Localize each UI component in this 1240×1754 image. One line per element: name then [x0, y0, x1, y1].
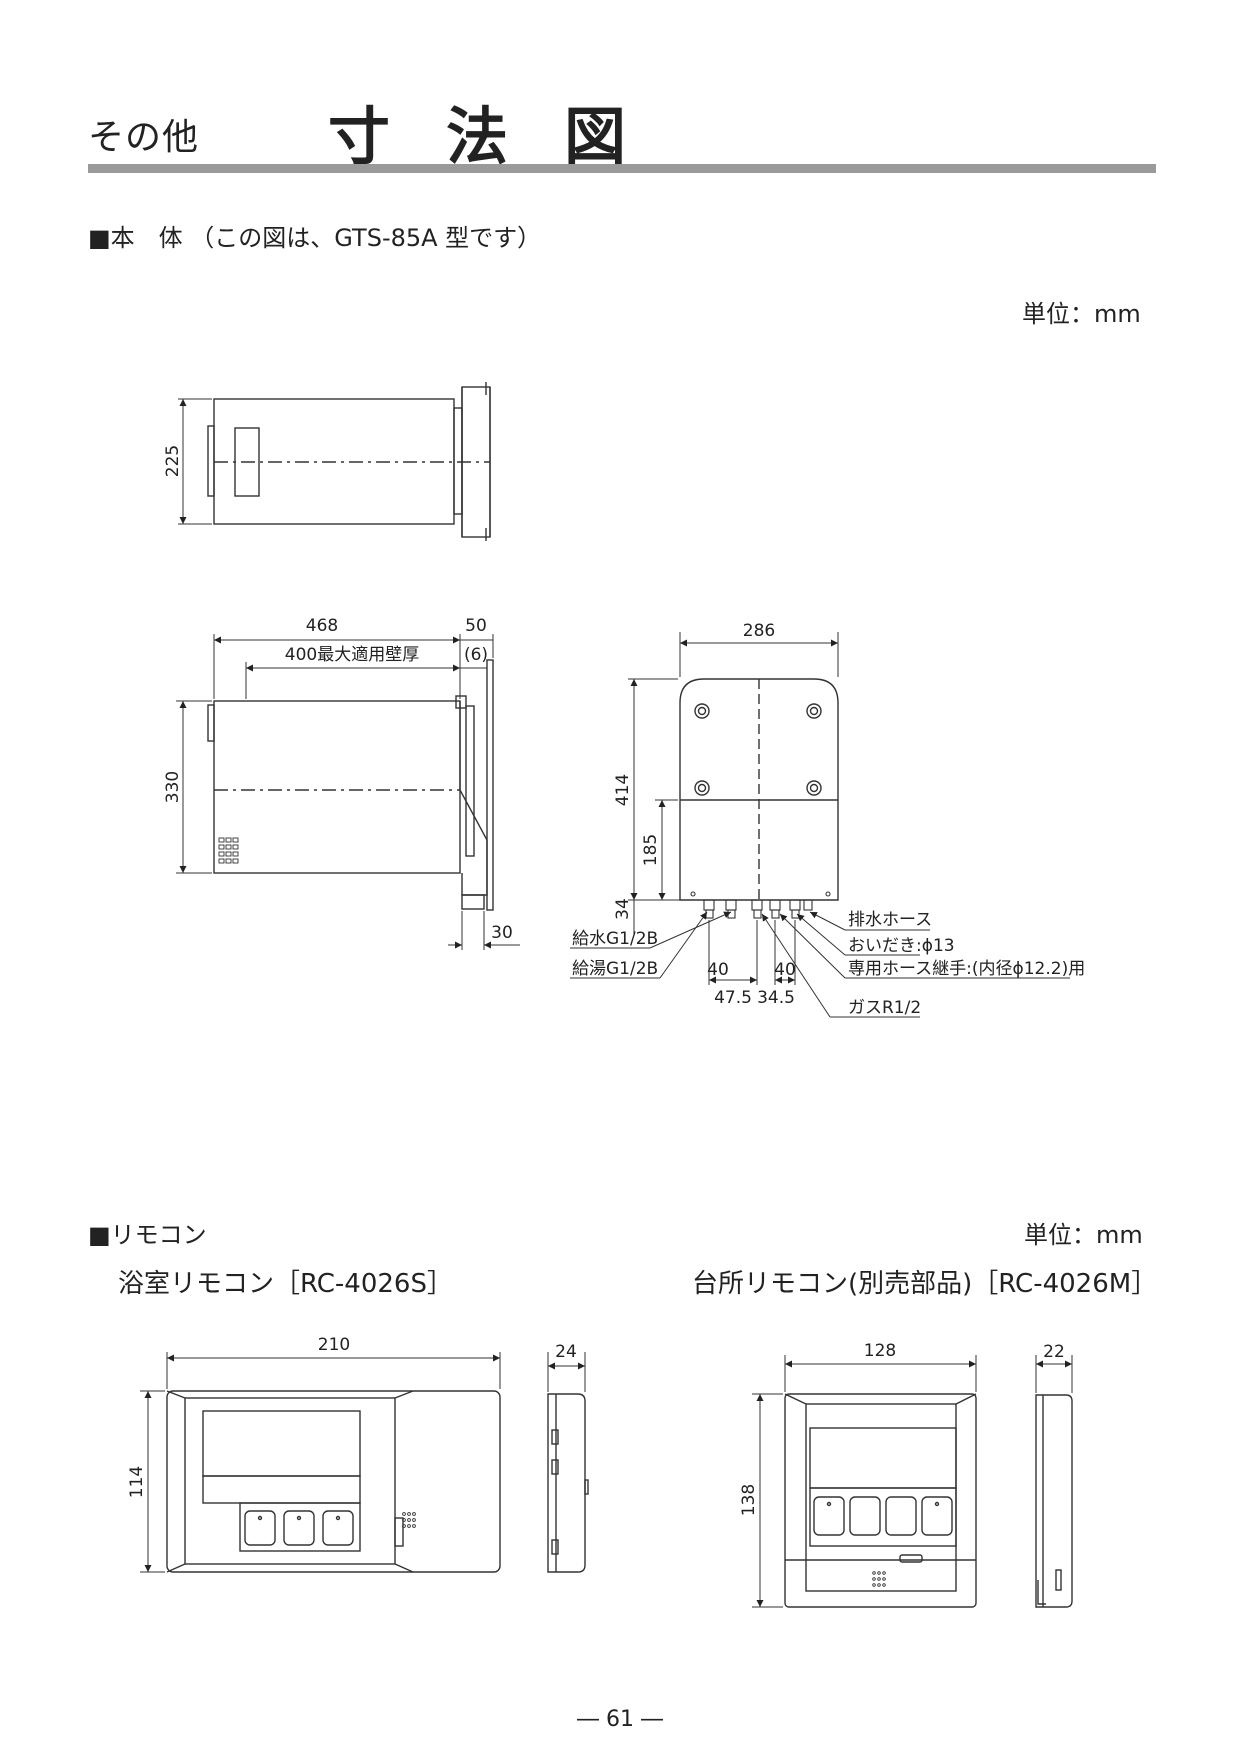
remote-unit: 単位：mm — [1024, 1221, 1143, 1249]
front-view — [570, 632, 1070, 1018]
side-bottom-label: 30 — [491, 923, 513, 943]
front-width-label: 286 — [743, 621, 775, 641]
main-unit-unit: 単位：mm — [1022, 300, 1141, 328]
remote-heading: ■リモコン — [88, 1221, 207, 1249]
bath-depth-label: 24 — [555, 1342, 577, 1362]
bath-remote-label: 浴室リモコン［RC-4026S］ — [118, 1269, 453, 1299]
front-dim-a: 40 — [707, 960, 729, 980]
title-rule — [88, 164, 1156, 173]
kitchen-remote-front — [752, 1355, 977, 1608]
front-height-label: 414 — [613, 774, 633, 806]
bottom-fittings — [690, 891, 831, 919]
callout-water-in: 給水G1/2B — [572, 929, 658, 949]
page-number: ― 61 ― — [577, 1707, 663, 1732]
front-dim-d: 34.5 — [757, 988, 795, 1008]
callout-gas: ガスR1/2 — [848, 998, 921, 1018]
callout-hose-joint: 専用ホース継手:(内径ϕ12.2)用 — [848, 959, 1085, 979]
callout-hot-water: 給湯G1/2B — [572, 959, 658, 979]
top-view-height-label: 225 — [163, 445, 183, 477]
main-unit-heading: ■本 体 （この図は、GTS-85A 型です） — [88, 224, 542, 252]
bath-remote-side — [547, 1352, 589, 1573]
callout-drain: 排水ホース — [848, 910, 932, 930]
bath-height-label: 114 — [127, 1466, 147, 1498]
kitchen-width-label: 128 — [864, 1341, 896, 1361]
side-flange-label: 50 — [465, 616, 487, 636]
front-low-label: 34 — [613, 898, 633, 920]
kitchen-depth-label: 22 — [1043, 1342, 1065, 1362]
side-gap-label: (6) — [464, 645, 488, 665]
callout-reheat: おいだき:ϕ13 — [848, 936, 955, 956]
bath-remote-front — [140, 1352, 501, 1573]
kitchen-speaker-holes — [872, 1571, 886, 1587]
side-wall-label: 400最大適用壁厚 — [285, 645, 419, 665]
front-mid-label: 185 — [641, 834, 661, 866]
kitchen-remote-side — [1035, 1355, 1073, 1608]
front-dim-c: 47.5 — [714, 988, 752, 1008]
bath-width-label: 210 — [318, 1335, 350, 1355]
side-depth-label: 468 — [306, 616, 338, 636]
page-title: 寸法図 — [328, 100, 683, 173]
side-height-label: 330 — [163, 771, 183, 803]
top-view — [178, 382, 491, 541]
category-label: その他 — [88, 117, 200, 158]
bath-speaker-holes — [402, 1512, 416, 1528]
side-view — [176, 634, 520, 950]
front-dim-b: 40 — [774, 960, 796, 980]
side-vent-holes — [218, 837, 239, 864]
kitchen-remote-label: 台所リモコン(別売部品)［RC-4026M］ — [692, 1269, 1158, 1299]
front-screws — [694, 703, 822, 796]
kitchen-height-label: 138 — [739, 1484, 759, 1516]
